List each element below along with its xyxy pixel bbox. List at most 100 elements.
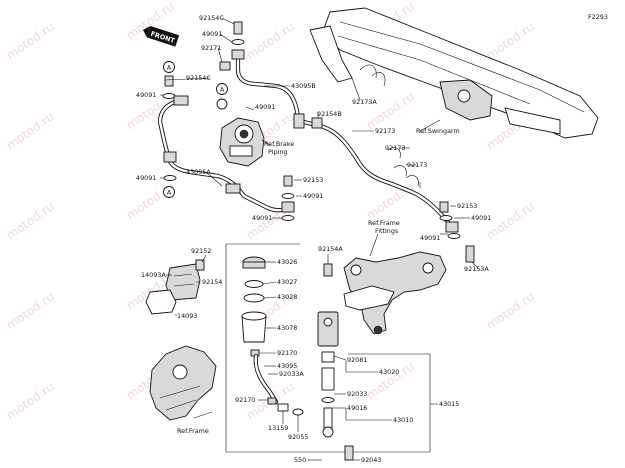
leader [345, 408, 392, 421]
part-label: 92173 [407, 161, 427, 169]
washer-49091-e [281, 193, 295, 199]
bolt-92153-b [439, 201, 449, 213]
washer-49091-a [231, 39, 245, 45]
master-cylinder-43015 [317, 311, 339, 347]
banjo-left-bottom [163, 151, 177, 163]
part-label: 92173 [375, 127, 395, 135]
abs-sensor [216, 98, 228, 110]
part-label: 49091 [303, 192, 323, 200]
leader [333, 355, 347, 361]
part-label: 43010 [393, 416, 413, 424]
frame-casting [149, 345, 217, 421]
part-label: 49091 [471, 214, 491, 222]
washer-49091-h [447, 233, 461, 239]
part-label: 92170 [277, 349, 297, 357]
watermark: motod.ru [4, 19, 57, 62]
diagram-code: F2293 [588, 13, 608, 21]
leader [217, 47, 223, 63]
part-label: 92152 [191, 247, 211, 255]
bolt-92154A [323, 263, 333, 277]
clip-92033 [321, 397, 335, 403]
part-label: 92170 [235, 396, 255, 404]
joint-92033A [277, 403, 289, 412]
part-label: 92081 [347, 356, 367, 364]
watermark: motod.ru [124, 179, 177, 222]
marker-a-mid-label: A [220, 86, 225, 94]
master-cylinder-port [323, 317, 333, 327]
leader [261, 139, 271, 146]
frame-ribs [159, 385, 201, 411]
hose-joint [293, 113, 305, 129]
leader [419, 119, 441, 132]
part-label: 92153 [457, 202, 477, 210]
marker-a-top [163, 61, 175, 73]
leader [205, 171, 223, 187]
part-labels: 92154C 49091 92171 92154C 49091 49091 43… [136, 14, 491, 464]
watermark: motod.ru [4, 289, 57, 332]
banjo-lower [281, 201, 295, 213]
clamps-92173 [387, 147, 419, 187]
group-outline [225, 244, 431, 453]
plate-43027 [244, 280, 264, 288]
leader [369, 233, 379, 257]
part-label: 43095A [186, 168, 211, 176]
part-label: 92033A [279, 370, 304, 378]
fittings [162, 21, 475, 263]
clevis-43010 [322, 426, 334, 438]
banjo-caliper [445, 221, 459, 233]
bolt-92153-a [283, 175, 293, 187]
piston-92081 [321, 351, 335, 363]
part-label: 92154C [186, 74, 211, 82]
hose-43095A-inner [158, 98, 294, 212]
leader [193, 411, 213, 419]
ref-brake-piping-2: Piping [268, 148, 287, 156]
bolt-92153A [465, 245, 475, 263]
watermark: motod.ru [364, 359, 417, 402]
part-label: 49091 [420, 234, 440, 242]
watermark: motod.ru [484, 199, 537, 242]
banjo-left-top [173, 95, 189, 106]
bolt-92154C-top [233, 21, 243, 35]
leader [351, 77, 361, 101]
watermark: motod.ru [364, 179, 417, 222]
swingarm-ridge-2 [337, 35, 531, 105]
part-label: 92043 [361, 456, 381, 464]
watermark: motod.ru [4, 109, 57, 152]
part-label: 92154C [199, 14, 224, 22]
guard-ribs [173, 273, 195, 287]
heel-guard [145, 259, 205, 315]
abs-unit [216, 98, 265, 167]
part-label: 92154B [317, 110, 342, 118]
piston-kit-43020 [321, 367, 335, 391]
hose-43095B-inner [236, 56, 450, 224]
swingarm-end-plate [504, 107, 561, 135]
part-label: 550 [294, 456, 306, 464]
leader [245, 106, 255, 111]
guide-92171 [219, 61, 231, 71]
part-label: 92153 [303, 176, 323, 184]
bracket-bolt-2 [422, 262, 434, 274]
swingarm-body [321, 7, 599, 139]
swingarm-ridge [339, 21, 585, 113]
part-label: 43027 [277, 278, 297, 286]
part-label: 92055 [288, 433, 308, 441]
bolt-92043 [344, 445, 354, 461]
reservoir-top [241, 311, 267, 321]
ref-frame-fittings: Ref.Frame [368, 219, 400, 227]
cap-43026-side [242, 261, 266, 269]
washer-49091-b [162, 93, 176, 99]
part-label: 92153A [464, 265, 489, 273]
part-label: 49091 [202, 30, 222, 38]
front-arrow-icon [142, 25, 151, 38]
ref-swingarm: Ref.Swingarm [416, 127, 460, 135]
reference-labels: Ref.Brake Piping Ref.Swingarm Ref.Frame … [177, 127, 460, 435]
watermark: motod.ru [364, 89, 417, 132]
washer-49091-d [163, 175, 177, 181]
banjo-top [231, 49, 245, 60]
leader [262, 281, 277, 285]
ref-frame-fittings-2: Fittings [375, 227, 399, 235]
part-label: 92033 [347, 390, 367, 398]
watermark: motod.ru [484, 19, 537, 62]
bolt-92154C-mid [164, 75, 174, 87]
